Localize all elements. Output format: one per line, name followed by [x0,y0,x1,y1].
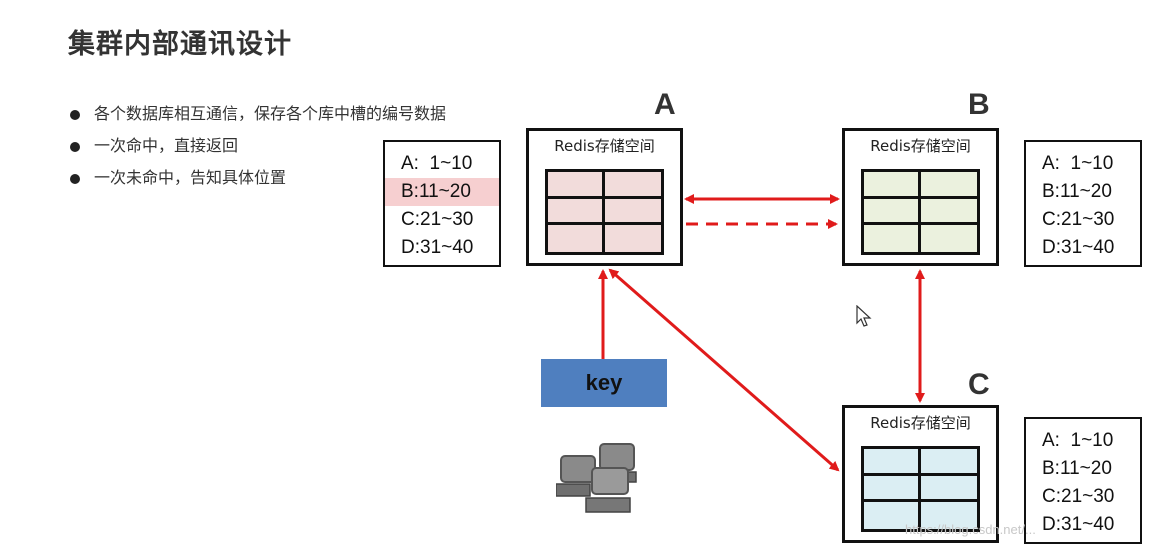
bullet-item: 各个数据库相互通信，保存各个库中槽的编号数据 [68,102,446,134]
slot-row: B:11~20 [1042,181,1112,202]
slot-row: D:31~40 [401,237,474,258]
node-label-a: A [654,88,676,121]
slot-row: C:21~30 [1042,209,1115,230]
bullet-text: 一次未命中，告知具体位置 [94,168,287,187]
slot-row: A: 1~10 [1042,153,1114,174]
bullet-dot-icon [70,110,80,120]
slot-cell [864,225,921,252]
slot-row: B:11~20 [1042,458,1112,479]
slot-cell [920,198,977,226]
slot-row: B:11~20 [385,178,499,206]
redis-node-c: Redis存储空间 [842,405,999,543]
slide-title: 集群内部通讯设计 [68,29,292,60]
computer-cluster-icon [556,443,637,513]
bullet-item: 一次命中，直接返回 [68,134,446,166]
bullet-text: 一次命中，直接返回 [94,136,239,155]
slot-row: D:31~40 [1042,237,1115,258]
slot-row: C:21~30 [401,209,474,230]
node-label-c: C [968,368,990,401]
slot-row: A: 1~10 [1042,430,1114,451]
slot-cell [920,475,977,503]
bullet-list: 各个数据库相互通信，保存各个库中槽的编号数据 一次命中，直接返回 一次未命中，告… [68,102,446,198]
redis-node-a: Redis存储空间 [526,128,683,266]
slot-grid [861,169,980,255]
slot-cell [864,502,921,529]
bullet-dot-icon [70,142,80,152]
slot-cell [548,198,605,226]
mouse-cursor-icon [856,305,872,327]
bullet-dot-icon [70,174,80,184]
slot-cell [604,172,661,199]
slot-row: D:31~40 [1042,514,1115,535]
slot-table-b: A: 1~10 B:11~20 C:21~30 D:31~40 [1024,140,1142,267]
bullet-text: 各个数据库相互通信，保存各个库中槽的编号数据 [94,104,447,123]
watermark-text: https://blog.csdn.net/... [905,522,1036,537]
slot-cell [864,475,921,503]
slot-cell [920,502,977,529]
node-title: Redis存储空间 [870,137,971,155]
slot-grid [545,169,664,255]
slot-table-c: A: 1~10 B:11~20 C:21~30 D:31~40 [1024,417,1142,544]
slot-cell [548,225,605,252]
slot-row: A: 1~10 [401,153,473,174]
slot-grid [861,446,980,532]
node-title: Redis存储空间 [870,414,971,432]
slot-table-a: A: 1~10 B:11~20 C:21~30 D:31~40 [383,140,501,267]
slot-cell [864,198,921,226]
slot-cell [864,449,921,476]
slot-cell [864,172,921,199]
slot-cell [548,172,605,199]
slot-cell [604,225,661,252]
slot-cell [920,449,977,476]
node-title: Redis存储空间 [554,137,655,155]
arrow-a-c [608,268,840,472]
slot-cell [920,225,977,252]
slot-cell [920,172,977,199]
bullet-item: 一次未命中，告知具体位置 [68,166,446,198]
redis-node-b: Redis存储空间 [842,128,999,266]
slot-row: C:21~30 [1042,486,1115,507]
node-label-b: B [968,88,990,121]
slot-cell [604,198,661,226]
